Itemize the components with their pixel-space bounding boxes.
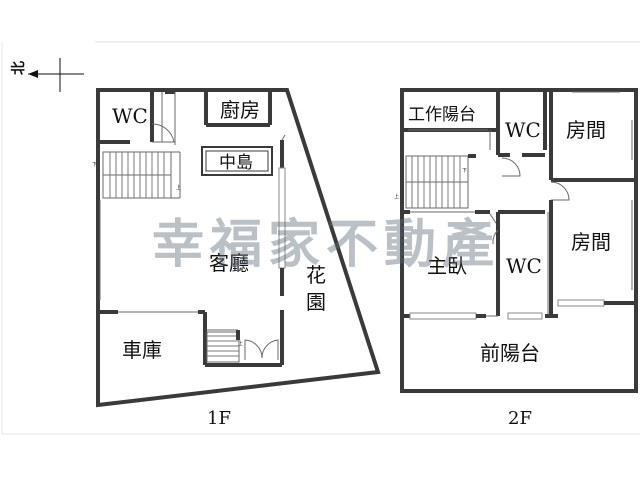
floor-1f-plan: 下 上 上 WC <box>92 88 381 429</box>
compass-arrowhead-icon <box>28 70 38 78</box>
room-2f-bedroom-1: 房間 <box>566 118 606 142</box>
stair-up-label: 上 <box>176 184 181 191</box>
room-1f-island: 中島 <box>219 153 253 173</box>
room-2f-front-balcony: 前陽台 <box>480 341 540 365</box>
floor-2f-outer-wall <box>400 88 638 393</box>
staircase-1f-upper: 下 上 <box>92 151 181 199</box>
north-label: 北 <box>11 61 27 75</box>
staircase-1f-lower: 上 <box>206 331 243 363</box>
stair-down-label: 下 <box>92 162 97 168</box>
staircase-2f: 下 上 <box>394 154 476 209</box>
room-2f-wc-1: WC <box>505 118 541 142</box>
room-1f-kitchen: 廚房 <box>220 98 260 122</box>
watermark-text: 幸福家不動產 <box>152 215 500 275</box>
kitchen-island <box>201 146 273 176</box>
stair-up-label-lower: 上 <box>238 340 243 347</box>
room-1f-garden-1: 花 <box>306 263 326 287</box>
room-2f-master-bedroom: 主臥 <box>427 254 467 278</box>
room-1f-living: 客廳 <box>209 251 249 275</box>
floor-2f-plan: 下 上 工作陽台 WC 房間 房間 主臥 WC 前陽台 <box>394 88 638 429</box>
floor-1f-label: 1F <box>207 408 231 429</box>
floor-2f-label: 2F <box>508 408 532 429</box>
room-2f-utility-balcony: 工作陽台 <box>408 105 476 125</box>
floor-1f-outer-wall <box>96 88 381 408</box>
north-compass: 北 <box>11 58 84 92</box>
room-1f-garage: 車庫 <box>122 338 162 362</box>
stair-2f-down-label: 下 <box>462 168 467 174</box>
room-2f-bedroom-2: 房間 <box>571 230 611 254</box>
room-2f-wc-2: WC <box>506 254 542 278</box>
room-1f-wc: WC <box>112 104 148 128</box>
stair-2f-up-label: 上 <box>394 193 399 200</box>
room-1f-garden-2: 園 <box>306 290 326 314</box>
